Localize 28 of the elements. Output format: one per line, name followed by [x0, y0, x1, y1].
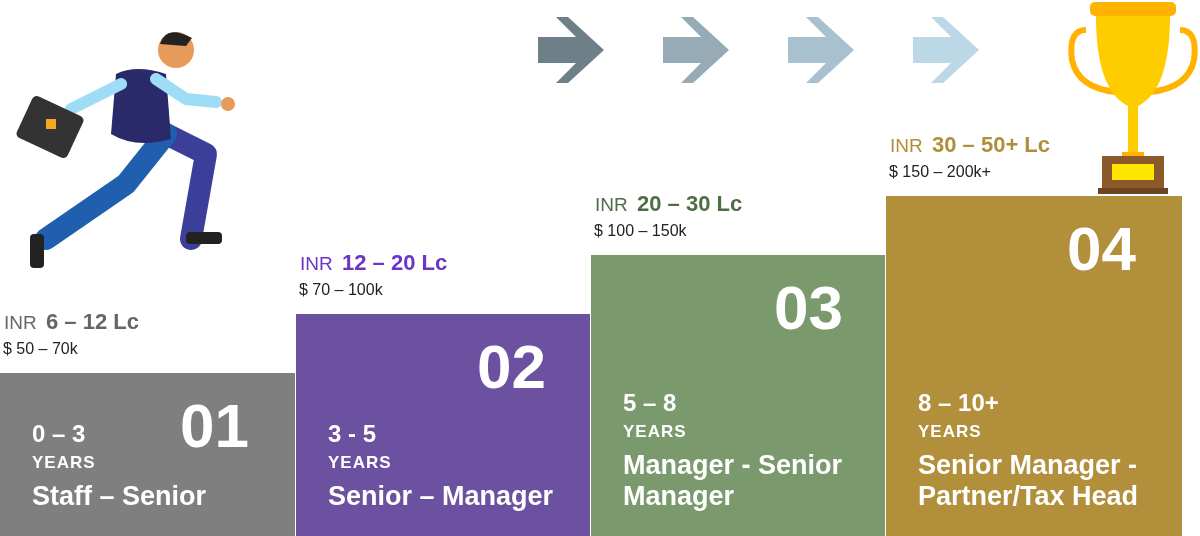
years-range: 5 – 8	[623, 389, 677, 416]
step-number: 04	[1067, 218, 1136, 280]
role-title: Staff – Senior	[32, 480, 208, 512]
years-range: 8 – 10+	[918, 389, 999, 416]
salary-usd: $ 100 – 150k	[594, 222, 687, 240]
step-number: 02	[477, 336, 546, 398]
salary-usd: $ 50 – 70k	[3, 340, 78, 358]
years-label: YEARS	[623, 421, 687, 442]
step-block	[296, 314, 590, 536]
step-block	[591, 255, 885, 536]
years-label: YEARS	[32, 452, 96, 473]
role-title: Manager - Senior Manager	[623, 449, 844, 512]
role-title: Senior – Manager	[328, 480, 555, 512]
step-number: 01	[180, 395, 249, 457]
step-block	[0, 373, 295, 536]
years-label: YEARS	[328, 452, 392, 473]
step-block	[886, 196, 1182, 536]
years-range: 0 – 3	[32, 420, 86, 447]
years-range: 3 - 5	[328, 420, 377, 447]
years-label: YEARS	[918, 421, 982, 442]
salary-usd: $ 150 – 200k+	[889, 163, 991, 181]
salary-inr: INR 20 – 30 Lc	[595, 191, 743, 217]
salary-inr: INR 12 – 20 Lc	[300, 250, 448, 276]
salary-inr: INR 30 – 50+ Lc	[890, 132, 1051, 158]
salary-usd: $ 70 – 100k	[299, 281, 383, 299]
role-title: Senior Manager - Partner/Tax Head	[918, 449, 1140, 512]
step-number: 03	[774, 277, 843, 339]
salary-inr: INR 6 – 12 Lc	[4, 309, 139, 335]
